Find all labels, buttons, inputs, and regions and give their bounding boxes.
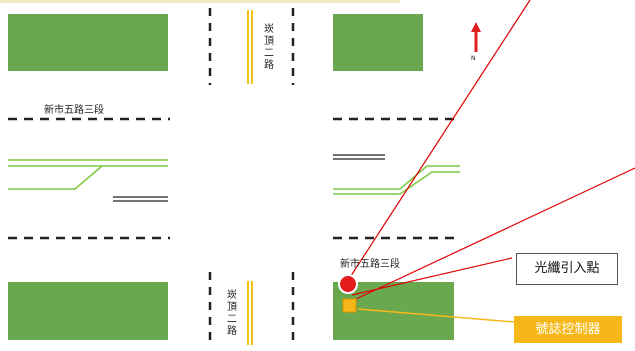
north-arrow-icon — [471, 22, 481, 52]
block-top-left — [8, 14, 168, 71]
lane-markings-left — [8, 159, 168, 190]
signal-controller-callout: 號誌控制器 — [514, 316, 622, 343]
divider-left — [113, 196, 168, 202]
fiber-entry-callout: 光纖引入點 — [516, 253, 618, 285]
road-label-ew-right: 新市五路三段 — [340, 259, 400, 270]
ns-road-bottom — [208, 272, 295, 345]
divider-right — [333, 154, 385, 160]
controller-leader-line — [357, 308, 515, 323]
road-label-ew-left: 新市五路三段 — [44, 105, 104, 116]
signal-controller-marker — [342, 298, 357, 313]
road-label-ns-bottom: 崁頂二路 — [226, 290, 238, 338]
block-bottom-left — [8, 282, 168, 340]
ew-road-edges — [8, 117, 460, 240]
callout-lines — [346, 0, 635, 300]
lane-markings-right — [333, 165, 460, 195]
ns-road-top — [208, 8, 295, 85]
block-top-right — [333, 14, 423, 71]
road-label-ns-top: 崁頂二路 — [263, 24, 275, 72]
north-label: N — [471, 55, 476, 62]
top-strip — [0, 0, 400, 3]
fiber-entry-marker — [338, 274, 358, 294]
